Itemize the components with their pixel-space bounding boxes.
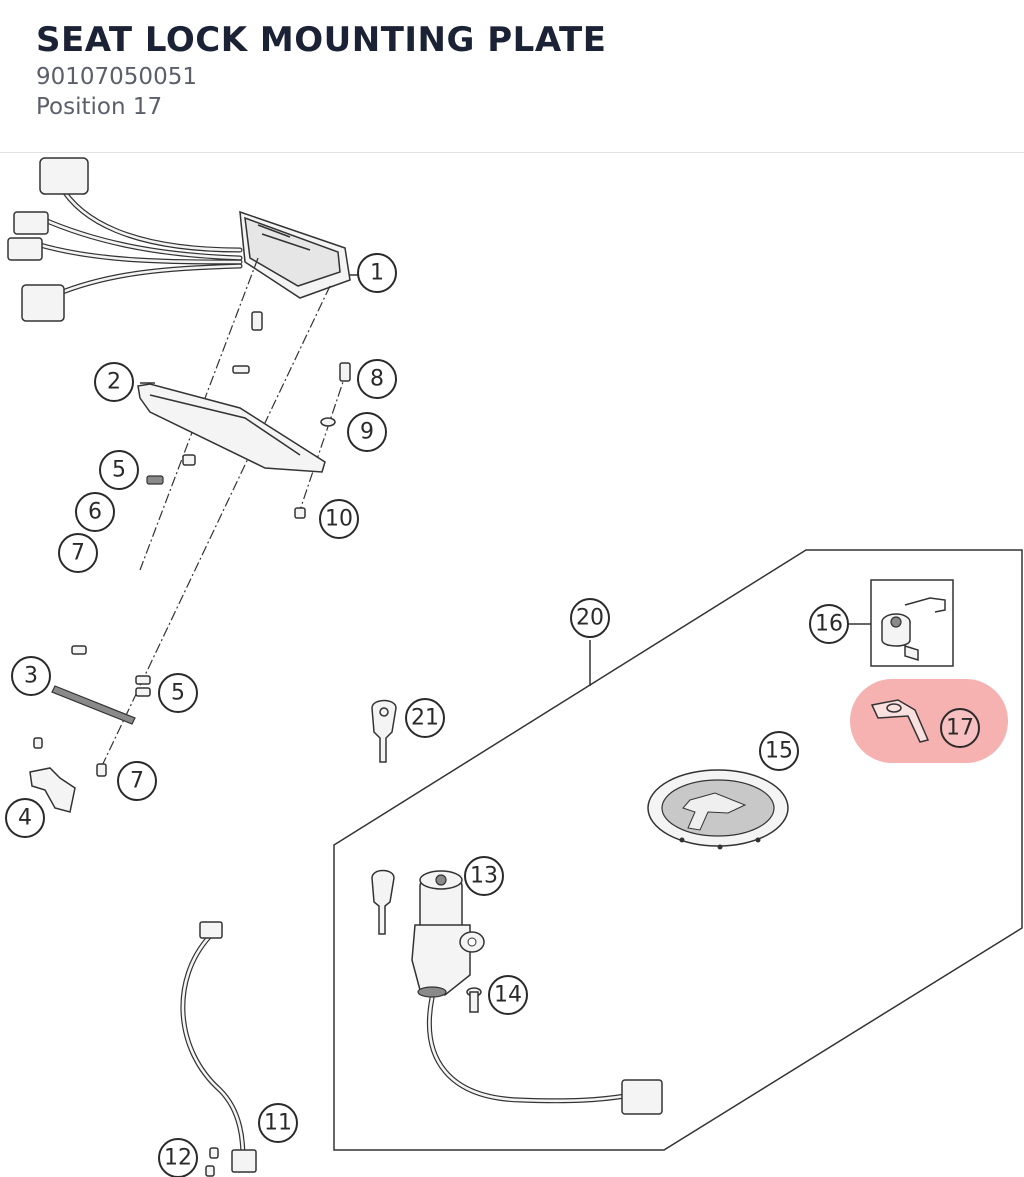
svg-text:15: 15 [765, 739, 793, 764]
svg-text:10: 10 [325, 507, 353, 532]
plate-part-3[interactable] [33, 645, 151, 777]
fasteners-right[interactable] [294, 362, 351, 519]
svg-text:21: 21 [411, 706, 439, 731]
callout-11[interactable]: 11 [258, 1103, 298, 1143]
svg-text:17: 17 [946, 716, 974, 741]
callout-7-lower[interactable]: 7 [117, 761, 157, 801]
svg-text:6: 6 [88, 500, 102, 525]
seat-lock-mounting-plate-part-17[interactable] [850, 679, 1008, 763]
svg-text:7: 7 [71, 541, 85, 566]
lock-set-outline-20 [333, 549, 1023, 1151]
cable-part-11[interactable] [180, 921, 257, 1173]
svg-text:7: 7 [130, 769, 144, 794]
fuel-cap-part-15[interactable] [647, 769, 789, 850]
part-17-highlight [850, 679, 1008, 763]
part-number: 90107050051 [36, 64, 197, 90]
part-12-pins[interactable] [205, 1147, 219, 1177]
ignition-lock-part-13[interactable] [371, 869, 663, 1115]
callout-5-upper[interactable]: 5 [99, 450, 139, 490]
callout-14[interactable]: 14 [488, 975, 528, 1015]
callout-7-upper[interactable]: 7 [58, 533, 98, 573]
callout-21[interactable]: 21 [405, 698, 445, 738]
svg-text:12: 12 [164, 1146, 192, 1171]
mounting-bracket-part[interactable] [137, 311, 326, 485]
svg-text:2: 2 [107, 370, 121, 395]
key-part-21[interactable] [371, 699, 397, 763]
callout-6[interactable]: 6 [75, 492, 115, 532]
part-title: SEAT LOCK MOUNTING PLATE [36, 20, 607, 60]
callout-10[interactable]: 10 [319, 499, 359, 539]
screw-part-14[interactable] [466, 987, 482, 1013]
callout-4[interactable]: 4 [5, 798, 45, 838]
callout-20[interactable]: 20 [570, 598, 610, 638]
callout-5-lower[interactable]: 5 [158, 673, 198, 713]
svg-text:20: 20 [576, 606, 604, 631]
svg-text:16: 16 [815, 612, 843, 637]
svg-text:14: 14 [494, 983, 522, 1008]
svg-text:8: 8 [370, 367, 384, 392]
callout-16[interactable]: 16 [809, 604, 849, 644]
callout-15[interactable]: 15 [759, 731, 799, 771]
callout-9[interactable]: 9 [347, 412, 387, 452]
part-header: SEAT LOCK MOUNTING PLATE 90107050051 Pos… [0, 0, 1024, 152]
svg-text:1: 1 [370, 261, 384, 286]
exploded-parts-diagram[interactable]: 1 2 3 4 5 5 6 7 7 8 9 10 11 12 13 14 15 … [0, 153, 1024, 1177]
header-divider [0, 152, 1024, 153]
callout-3[interactable]: 3 [11, 656, 51, 696]
callout-12[interactable]: 12 [158, 1138, 198, 1177]
svg-text:3: 3 [24, 664, 38, 689]
callout-1[interactable]: 1 [357, 253, 397, 293]
callout-13[interactable]: 13 [464, 856, 504, 896]
svg-text:11: 11 [264, 1111, 292, 1136]
svg-text:5: 5 [112, 458, 126, 483]
callout-17[interactable]: 17 [940, 708, 980, 748]
svg-text:5: 5 [171, 681, 185, 706]
clip-part-4[interactable] [29, 767, 76, 813]
instrument-cluster-part[interactable] [7, 157, 351, 322]
svg-text:4: 4 [18, 806, 32, 831]
svg-text:9: 9 [360, 420, 374, 445]
callout-8[interactable]: 8 [357, 359, 397, 399]
callout-2[interactable]: 2 [94, 362, 134, 402]
svg-text:13: 13 [470, 864, 498, 889]
seat-lock-part-16[interactable] [848, 579, 954, 667]
part-position: Position 17 [36, 94, 163, 120]
